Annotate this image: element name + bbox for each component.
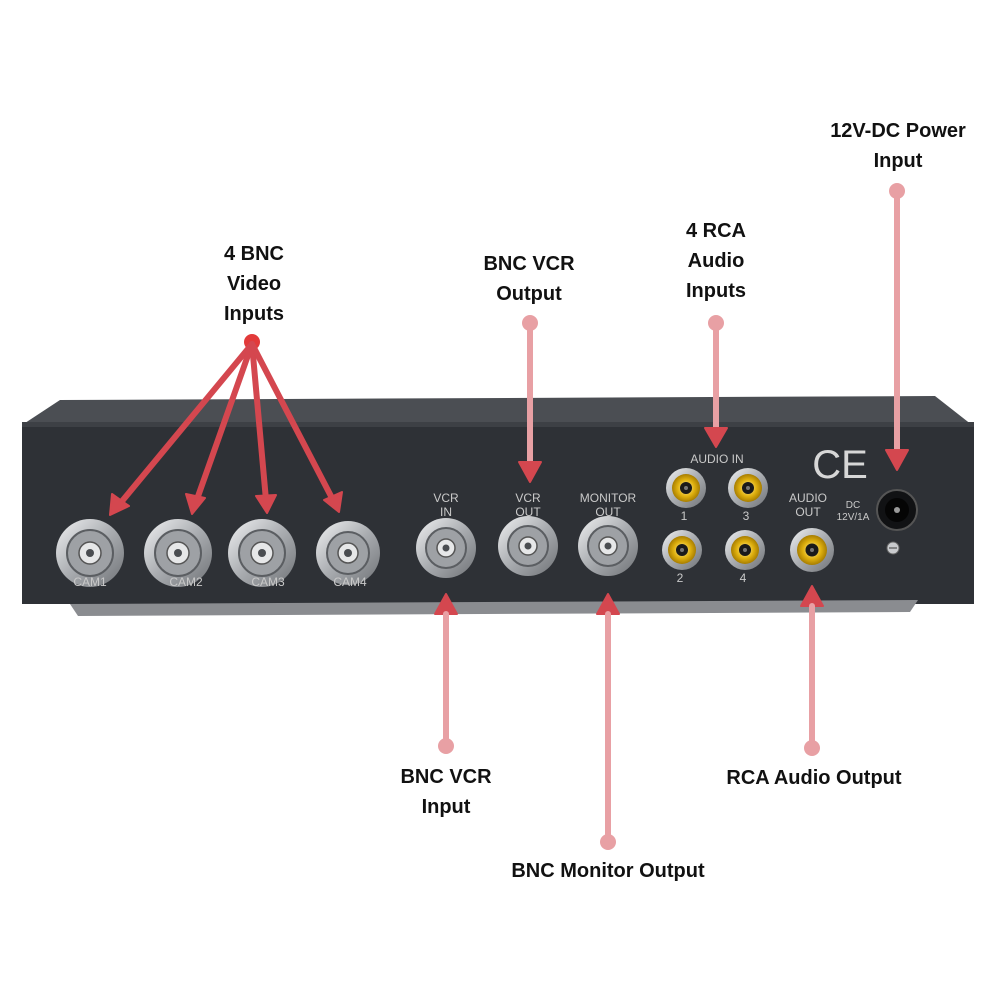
arrowhead-power-input xyxy=(885,449,909,471)
callout-vcr-input-line1: BNC VCR xyxy=(400,766,492,788)
power-input-dot xyxy=(889,183,905,199)
panel-labels: CAM1 CAM2 CAM3 CAM4 VCR IN VCR OUT MONIT… xyxy=(73,443,869,589)
rca-audio-in-3 xyxy=(728,468,768,508)
label-vcr-out-line2: OUT xyxy=(515,505,541,519)
callout-audio-inputs-line3: Inputs xyxy=(686,280,746,302)
bnc-cam2-connector xyxy=(144,519,212,587)
label-audio-in: AUDIO IN xyxy=(690,452,743,466)
label-audio-ch4: 4 xyxy=(740,571,747,585)
arrow-to-cam1 xyxy=(115,341,255,509)
monitor-output-dot xyxy=(600,834,616,850)
label-cam4: CAM4 xyxy=(333,575,367,589)
callout-monitor-output: BNC Monitor Output xyxy=(478,856,738,886)
callout-video-inputs-line1: 4 BNC xyxy=(223,243,284,265)
callout-power-input: 12V-DC Power Input xyxy=(808,116,988,176)
vcr-input-dot xyxy=(438,738,454,754)
label-dc-line2: 12V/1A xyxy=(837,512,870,523)
label-cam3: CAM3 xyxy=(251,575,285,589)
vcr-output-dot xyxy=(522,315,538,331)
label-monitor-out-line1: MONITOR xyxy=(580,491,637,505)
callout-vcr-output: BNC VCR Output xyxy=(459,249,599,309)
ground-screw xyxy=(886,541,900,555)
label-vcr-in-line1: VCR xyxy=(433,491,459,505)
callout-vcr-output-line2: Output xyxy=(496,283,562,305)
callout-video-inputs: 4 BNC Video Inputs xyxy=(199,239,309,329)
callout-vcr-input-line2: Input xyxy=(421,796,471,818)
bnc-monitor-out-connector xyxy=(578,516,638,576)
arrowhead-cam4 xyxy=(323,491,343,513)
rca-audio-in-4 xyxy=(725,530,765,570)
rca-audio-in-1 xyxy=(666,468,706,508)
label-audio-ch1: 1 xyxy=(681,509,688,523)
arrowhead-cam1 xyxy=(109,493,130,516)
rca-audio-in-2 xyxy=(662,530,702,570)
label-vcr-out-line1: VCR xyxy=(515,491,541,505)
callout-vcr-output-line1: BNC VCR xyxy=(483,253,575,275)
arrowhead-cam2 xyxy=(185,493,206,515)
label-audio-ch2: 2 xyxy=(677,571,684,585)
label-cam2: CAM2 xyxy=(169,575,203,589)
bnc-cam1-connector xyxy=(56,519,124,587)
rca-audio-out xyxy=(790,528,834,572)
arrowhead-cam3 xyxy=(255,494,277,514)
callout-power-input-line1: 12V-DC Power xyxy=(830,120,966,142)
label-cam1: CAM1 xyxy=(73,575,107,589)
callout-arrows xyxy=(109,183,909,850)
label-vcr-in-line2: IN xyxy=(440,505,452,519)
callout-vcr-input: BNC VCR Input xyxy=(376,762,516,822)
callout-audio-inputs-line1: 4 RCA xyxy=(685,220,746,242)
ce-mark: CE xyxy=(812,443,868,487)
callout-audio-output-line1: RCA Audio Output xyxy=(726,767,902,789)
callout-monitor-output-line1: BNC Monitor Output xyxy=(511,860,705,882)
rca-audio-connectors xyxy=(662,468,834,572)
chassis-edge xyxy=(22,422,974,427)
callout-audio-inputs-line2: Audio xyxy=(687,250,745,272)
arrowhead-vcr-output xyxy=(518,461,542,483)
callout-power-input-line2: Input xyxy=(873,150,923,172)
callout-audio-output: RCA Audio Output xyxy=(696,763,932,793)
audio-output-dot xyxy=(804,740,820,756)
label-dc-line1: DC xyxy=(846,500,860,511)
arrowhead-audio-inputs xyxy=(704,427,728,448)
label-monitor-out-line2: OUT xyxy=(595,505,621,519)
bnc-vcr-out-connector xyxy=(498,516,558,576)
audio-inputs-dot xyxy=(708,315,724,331)
bnc-video-inputs xyxy=(56,519,380,587)
bnc-vcr-in-connector xyxy=(416,518,476,578)
callout-audio-inputs: 4 RCA Audio Inputs xyxy=(661,216,771,306)
dc-power-jack xyxy=(876,489,918,531)
label-audio-out-line1: AUDIO xyxy=(789,491,827,505)
bnc-vcr-monitor xyxy=(416,516,638,578)
arrow-to-cam4 xyxy=(249,341,336,503)
arrow-to-cam2 xyxy=(193,341,255,505)
arrow-to-cam3 xyxy=(249,341,269,503)
label-audio-ch3: 3 xyxy=(743,509,750,523)
bnc-cam4-connector xyxy=(316,521,380,585)
bnc-cam3-connector xyxy=(228,519,296,587)
callout-video-inputs-line3: Inputs xyxy=(224,303,284,325)
label-audio-out-line2: OUT xyxy=(795,505,821,519)
callout-video-inputs-line2: Video xyxy=(226,273,282,295)
chassis-top xyxy=(22,396,972,425)
chassis-base xyxy=(70,600,918,616)
